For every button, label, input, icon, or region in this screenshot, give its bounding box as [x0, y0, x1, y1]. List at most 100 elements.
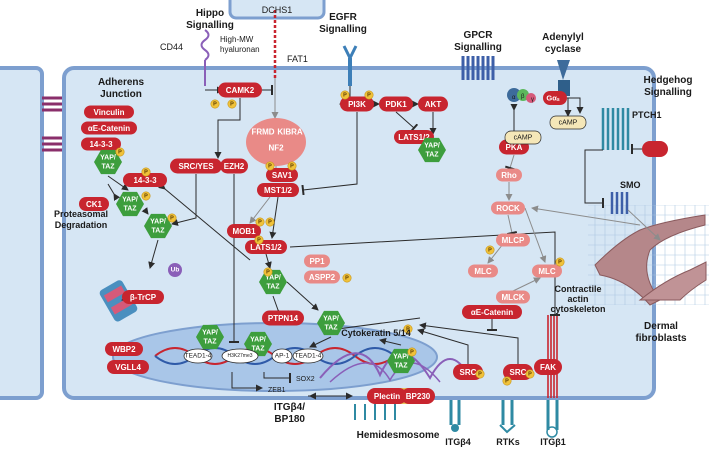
- nucleus-ap1-text: AP-1: [275, 353, 290, 360]
- vgll4-text: VGLL4: [115, 363, 141, 372]
- vinculin-text: Vinculin: [94, 108, 125, 117]
- mlcp-text: MLCP: [502, 236, 525, 245]
- src-low1-text: SRC: [460, 368, 477, 377]
- phosphate-marker: P: [502, 376, 512, 386]
- edge-mlck-mlc: [512, 277, 541, 292]
- wbp2-shape: [105, 342, 143, 356]
- mlck-shape: [496, 290, 530, 304]
- edge-ptch1-smo: [584, 149, 604, 208]
- edge-mst-to-mob1: [249, 196, 271, 224]
- plectin-shape: [367, 388, 407, 404]
- mlc-left-text: MLC: [474, 267, 492, 276]
- edge-yap-to-proteasome: [148, 239, 159, 269]
- yap-nucleus-left-text-2: TAZ: [203, 339, 217, 346]
- mob1-shape: [227, 224, 261, 238]
- p1433-left-protein: 14-3-3: [123, 173, 167, 187]
- phosphate-marker: P: [255, 217, 265, 227]
- hippo-label-1: Hippo: [196, 8, 224, 19]
- adenylyl-label-1: Adenylyl: [542, 32, 584, 43]
- edge-ptpn14-yap: [272, 295, 284, 317]
- mst12-shape: [257, 183, 299, 197]
- beta-label: β: [521, 94, 525, 100]
- ezh2-shape: [220, 158, 248, 174]
- phosphate-text: P: [118, 149, 122, 155]
- mlcp-protein: MLCP: [496, 233, 530, 247]
- rtk-receptor: [499, 400, 516, 434]
- yap-ck1: YAP/TAZ: [144, 213, 172, 239]
- yap-akt-hexagon: [418, 137, 446, 163]
- phosphate-circle: [525, 369, 535, 379]
- edge-pi3k-inhibit-mst: [301, 112, 358, 196]
- phosphate-circle: [115, 147, 125, 157]
- phosphate-text: P: [488, 247, 492, 253]
- ae-catenin-top-shape: [81, 121, 137, 135]
- hemidesmosome-label: Hemidesmosome: [357, 430, 440, 441]
- src-low1-shape: [453, 364, 483, 380]
- edge-rock-mlc: [524, 207, 547, 263]
- phosphate-text: P: [257, 237, 261, 243]
- pi3k-shape: [340, 96, 374, 112]
- pi3k-protein: PI3K: [340, 96, 374, 112]
- yap-akt: YAP/TAZ: [418, 137, 446, 163]
- btrcp-text: β-TrCP: [130, 293, 157, 302]
- ae-catenin-top-protein: αE-Catenin: [81, 121, 137, 135]
- edge-galpha-to-ac: [567, 97, 584, 114]
- phosphate-circle: [167, 213, 177, 223]
- sav1-text: SAV1: [272, 171, 293, 180]
- hh-shape: [642, 141, 668, 157]
- phosphate-marker: P: [141, 167, 151, 177]
- zeb1-label: ZEB1: [268, 387, 286, 394]
- p1433-left-text: 14-3-3: [133, 176, 157, 185]
- phosphate-marker: P: [342, 273, 352, 283]
- edge-src-to-yap-bottom: [417, 328, 469, 372]
- akt-shape: [418, 96, 448, 112]
- hyaluronan-label-1: High-MW: [220, 35, 254, 44]
- camp1-text: cAMP: [559, 120, 578, 127]
- phosphate-marker: P: [287, 161, 297, 171]
- yap-mid: YAP/TAZ: [317, 310, 345, 336]
- phosphate-marker: P: [364, 90, 374, 100]
- adjacent-cell-top: [228, 0, 326, 20]
- phosphate-circle: [141, 167, 151, 177]
- yap-bottom-text-1: YAP/: [393, 354, 409, 361]
- mst12-text: MST1/2: [264, 186, 293, 195]
- phosphate-circle: [403, 324, 413, 334]
- egfr-receptor: [342, 45, 358, 86]
- mlc-left-shape: [468, 264, 498, 278]
- pp1-shape: [304, 254, 330, 268]
- g-gamma-shape: [526, 93, 536, 103]
- mlck-text: MLCK: [501, 293, 524, 302]
- pi3k-text: PI3K: [348, 100, 366, 109]
- mlc-right-shape: [532, 264, 562, 278]
- edge-mst-to-lats: [269, 196, 279, 239]
- phosphate-circle: [227, 99, 237, 109]
- ptpn14-protein: PTPN14: [262, 310, 304, 326]
- phosphate-text: P: [230, 101, 234, 107]
- phosphate-marker: P: [407, 347, 417, 357]
- ae-catenin-low-text: αE-Catenin: [471, 308, 513, 317]
- fak-text: FAK: [540, 363, 556, 372]
- pdk1-shape: [379, 96, 413, 112]
- phosphate-marker: P: [525, 369, 535, 379]
- egfr-label-1: EGFR: [329, 12, 358, 23]
- phosphate-text: P: [266, 269, 270, 275]
- proteasomal-label-1: Proteasomal: [54, 209, 108, 219]
- phosphate-text: P: [258, 219, 262, 225]
- contractile-actin-bundle: [547, 315, 558, 398]
- vinculin-shape: [84, 105, 134, 119]
- phosphate-marker: P: [115, 147, 125, 157]
- akt-protein: AKT: [418, 96, 448, 112]
- yap-nucleus-mid-text-2: TAZ: [251, 346, 265, 353]
- yap-mid-text-1: YAP/: [323, 316, 339, 323]
- yap-nucleus-left-text-1: YAP/: [202, 330, 218, 337]
- yap-adherens: YAP/TAZ: [94, 149, 122, 175]
- phosphate-text: P: [410, 349, 414, 355]
- camp2-shape: [504, 130, 542, 145]
- phosphate-circle: [340, 90, 350, 100]
- akt-text: AKT: [425, 100, 442, 109]
- hyaluronan-label-2: hyaluronan: [220, 45, 260, 54]
- edge-lats-actin-inhibit: [289, 231, 560, 316]
- edge-yap-to-nucleus: [309, 336, 332, 348]
- camk2-protein: CAMK2: [218, 82, 262, 98]
